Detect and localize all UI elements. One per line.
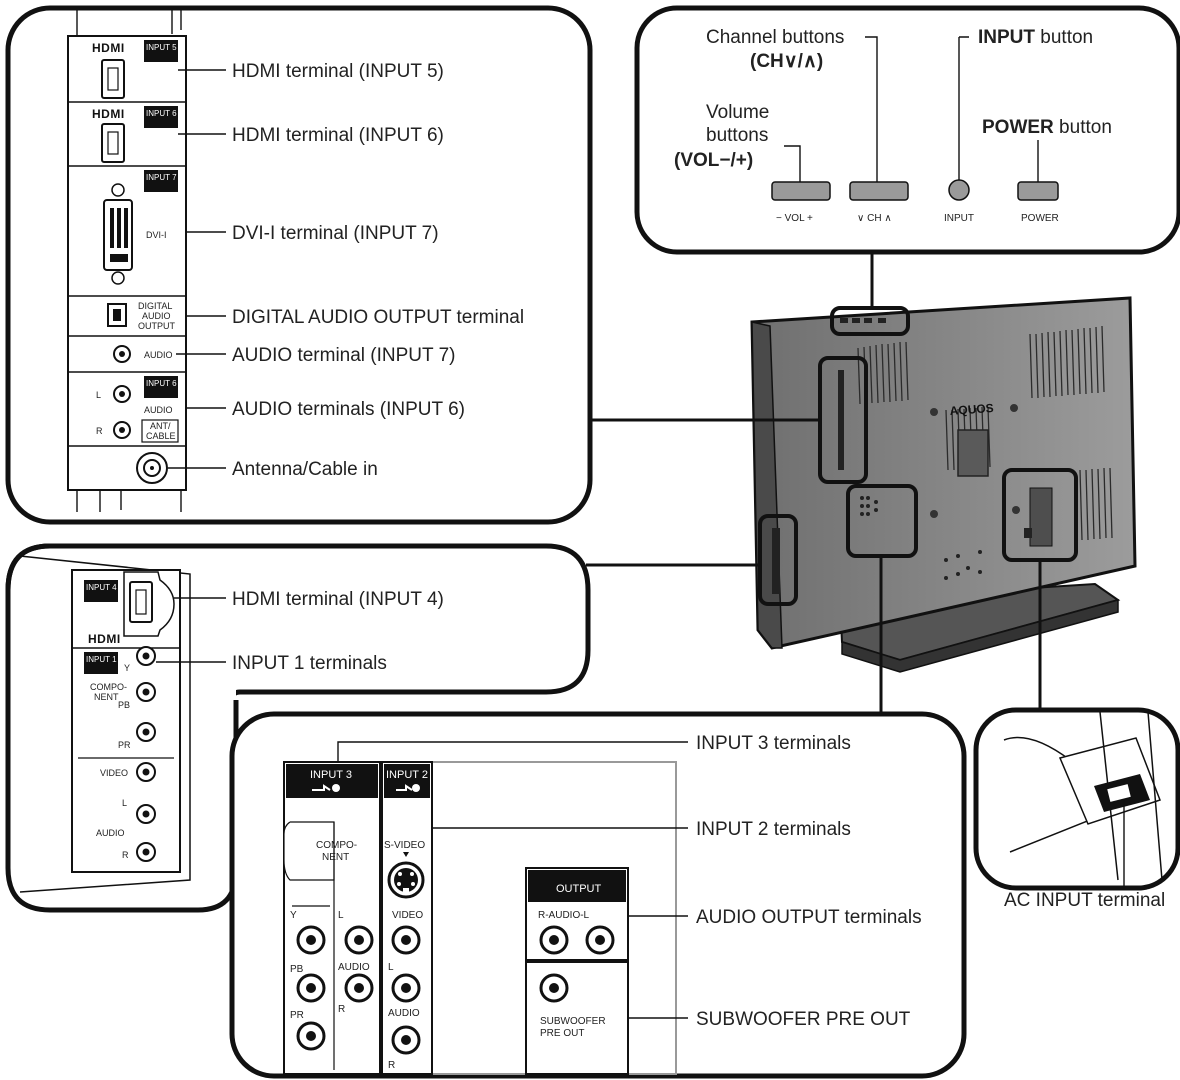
compo-text-1: COMPO- (90, 682, 127, 692)
input2-tag (384, 764, 430, 798)
input4-tag-text: INPUT 4 (86, 583, 117, 592)
label-antenna: Antenna/Cable in (232, 459, 378, 480)
label-audio6: AUDIO terminals (INPUT 6) (232, 399, 465, 420)
hdmi-logo-front: HDMI (88, 632, 121, 646)
input6-tag (144, 106, 178, 128)
label-hdmi6: HDMI terminal (INPUT 6) (232, 125, 444, 146)
power-caption: POWER (1021, 213, 1059, 224)
rear-compo-1: COMPO- (316, 840, 357, 851)
label-input3: INPUT 3 terminals (696, 733, 851, 754)
front-jacks (136, 646, 156, 862)
tv-rear-illustration: AQUOS (750, 296, 1137, 673)
rear-pr: PR (290, 1010, 304, 1021)
rear-r2: R (388, 1060, 395, 1071)
r-text-front: R (122, 850, 129, 860)
label-ac-input: AC INPUT terminal (1004, 890, 1165, 911)
channel-buttons-label-2: (CH∨/∧) (750, 51, 823, 72)
hdmi-logo: HDMI (92, 41, 125, 55)
input4-tag (84, 580, 118, 602)
front-side-panel: INPUT 4 HDMI INPUT 1 Y COMPO- NENT PB PR… (5, 543, 591, 913)
label-audio-output: AUDIO OUTPUT terminals (696, 907, 922, 928)
input2-tag-text: INPUT 2 (386, 769, 428, 781)
audio-text-2: AUDIO (144, 405, 173, 415)
top-control-panel: Channel buttons (CH∨/∧) INPUT button Vol… (634, 5, 1180, 255)
label-input1: INPUT 1 terminals (232, 653, 387, 674)
input3-tag-text: INPUT 3 (310, 769, 352, 781)
label-digital-audio: DIGITAL AUDIO OUTPUT terminal (232, 307, 524, 328)
label-subwoofer: SUBWOOFER PRE OUT (696, 1009, 911, 1030)
compo-text-2: NENT (94, 692, 119, 702)
sub-text-2: PRE OUT (540, 1028, 584, 1039)
top-buttons-highlight (830, 306, 910, 336)
volume-buttons-label-3: (VOL−/+) (674, 150, 753, 171)
callout-lines (586, 248, 1042, 716)
input6b-tag-text: INPUT 6 (146, 379, 177, 388)
input-caption: INPUT (944, 213, 974, 224)
label-hdmi5: HDMI terminal (INPUT 5) (232, 61, 444, 82)
rear-terminals-panel: INPUT 3 COMPO- NENT Y PB PR L AUDIO R IN… (229, 711, 967, 1079)
input-button[interactable] (948, 179, 970, 201)
video-text: VIDEO (100, 768, 128, 778)
raudiol-text: R-AUDIO-L (538, 910, 590, 921)
input-button-label: INPUT button (978, 27, 1093, 48)
digital-text-2: AUDIO (142, 311, 171, 321)
rear-r: R (338, 1004, 345, 1015)
volume-button[interactable] (771, 181, 831, 201)
input3-tag (286, 764, 378, 798)
channel-buttons-label: Channel buttons (706, 27, 844, 48)
ant-text-1: ANT/ (150, 421, 171, 431)
digital-text-3: OUTPUT (138, 321, 176, 331)
rear-pb: PB (290, 964, 304, 975)
input7-tag-text: INPUT 7 (146, 173, 177, 182)
audio-text-front: AUDIO (96, 828, 125, 838)
rear-y: Y (290, 910, 297, 921)
rear-l: L (338, 910, 344, 921)
rear-jacks-input3 (296, 925, 374, 1051)
rear-audio2: AUDIO (388, 1008, 420, 1019)
input5-tag-text: INPUT 5 (146, 43, 177, 52)
r-text: R (96, 426, 103, 436)
rear-compo-2: NENT (322, 852, 349, 863)
label-hdmi4: HDMI terminal (INPUT 4) (232, 589, 444, 610)
power-button-label: POWER button (982, 117, 1112, 138)
l-text: L (96, 390, 101, 400)
digital-text-1: DIGITAL (138, 301, 172, 311)
rear-video: VIDEO (392, 910, 423, 921)
rear-l2: L (388, 962, 394, 973)
l-text-front: L (122, 798, 127, 808)
input1-tag-text: INPUT 1 (86, 655, 117, 664)
channel-button[interactable] (849, 181, 909, 201)
y-text: Y (124, 663, 130, 673)
side-terminals-panel: HDMI INPUT 5 HDMI INPUT 6 INPUT 7 DVI-I … (5, 5, 593, 525)
sub-text-1: SUBWOOFER (540, 1016, 606, 1027)
dvi-text: DVI-I (146, 230, 167, 240)
input6b-tag (144, 376, 178, 398)
input6-tag-text: INPUT 6 (146, 109, 177, 118)
output-header (528, 870, 626, 902)
ch-caption: ∨ CH ∧ (857, 213, 892, 224)
pr-text: PR (118, 740, 131, 750)
label-dvi: DVI-I terminal (INPUT 7) (232, 223, 439, 244)
power-button[interactable] (1017, 181, 1059, 201)
output-text: OUTPUT (556, 883, 602, 895)
front-terminals-highlight (758, 514, 798, 606)
volume-buttons-label-1: Volume (706, 102, 769, 123)
svideo-text: S-VIDEO (384, 840, 425, 851)
label-audio7: AUDIO terminal (INPUT 7) (232, 345, 455, 366)
audio-text: AUDIO (144, 350, 173, 360)
pb-text: PB (118, 700, 130, 710)
rear-audio: AUDIO (338, 962, 370, 973)
input5-tag (144, 40, 178, 62)
ac-input-panel: AC INPUT terminal (973, 707, 1180, 911)
volume-buttons-label-2: buttons (706, 125, 768, 146)
input1-tag (84, 652, 118, 674)
label-input2: INPUT 2 terminals (696, 819, 851, 840)
ant-text-2: CABLE (146, 431, 176, 441)
hdmi-logo-2: HDMI (92, 107, 125, 121)
input7-tag (144, 170, 178, 192)
tv-brand: AQUOS (949, 401, 994, 418)
vol-caption: − VOL + (776, 213, 813, 224)
